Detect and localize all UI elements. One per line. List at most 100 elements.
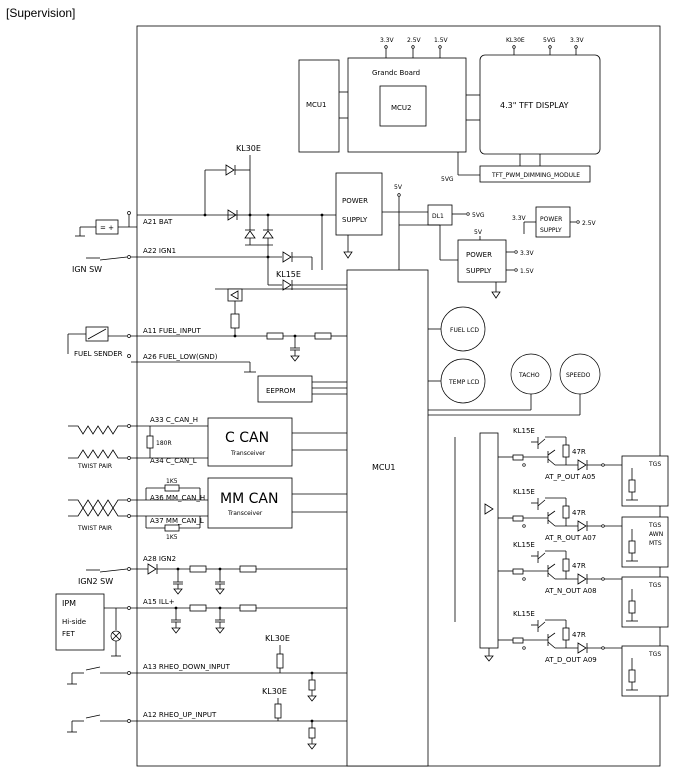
ps-main-l2: SUPPLY bbox=[342, 216, 368, 224]
tgs-resistor bbox=[628, 540, 636, 554]
ipm-label: IPM bbox=[62, 599, 76, 608]
tft-dimming-box bbox=[479, 165, 591, 183]
ps-main-l1: POWER bbox=[342, 197, 368, 205]
output-label-3: AT_N_OUT A08 bbox=[545, 587, 597, 595]
transistor-symbol bbox=[547, 510, 556, 517]
output-resistor bbox=[562, 558, 570, 572]
tgs-extra-awn: AWN bbox=[649, 531, 663, 538]
dimming-5vg-label: 5VG bbox=[441, 176, 454, 183]
output-resistor bbox=[562, 444, 570, 458]
tgs-label-1: TGS bbox=[648, 461, 661, 468]
fuel-lcd-label: FUEL LCD bbox=[450, 327, 479, 334]
output-node bbox=[601, 463, 605, 467]
c-can-label: C CAN bbox=[225, 430, 269, 446]
kl15e-output-label-2: KL15E bbox=[513, 488, 535, 496]
grandc-v1: 3.3V bbox=[380, 37, 395, 44]
driver-bus-box bbox=[479, 432, 499, 649]
ps2-in: 5V bbox=[474, 229, 483, 236]
output-node bbox=[601, 646, 605, 650]
ps-small-out: 2.5V bbox=[582, 220, 597, 227]
mcu1-top-box bbox=[298, 59, 340, 153]
transistor-symbol bbox=[537, 499, 546, 507]
output-node bbox=[522, 646, 526, 650]
resistor-47r-label-1: 47R bbox=[572, 448, 586, 456]
kl15e-output-label-3: KL15E bbox=[513, 541, 535, 549]
output-node bbox=[601, 524, 605, 528]
transistor-symbol bbox=[547, 458, 556, 466]
warning-lamp-symbol bbox=[227, 288, 243, 302]
vcc-5v-label: 5V bbox=[394, 184, 403, 191]
pin-a28: A28 IGN2 bbox=[143, 555, 176, 563]
svg-text:= +: = + bbox=[100, 224, 114, 232]
pin-a33: A33 C_CAN_H bbox=[150, 416, 198, 424]
grandc-v3: 1.5V bbox=[434, 37, 449, 44]
tgs-label-2: TGS bbox=[648, 522, 661, 529]
eeprom-box bbox=[257, 375, 313, 403]
ps-small-l2: SUPPLY bbox=[540, 227, 562, 234]
base-resistor bbox=[512, 454, 524, 461]
ign2-sw-label: IGN2 SW bbox=[78, 577, 113, 586]
ps-small-l1: POWER bbox=[540, 216, 562, 223]
output-diode bbox=[577, 459, 587, 471]
tgs-resistor bbox=[628, 669, 636, 683]
mm-can-label: MM CAN bbox=[220, 491, 278, 507]
pin-a22: A22 IGN1 bbox=[143, 247, 176, 255]
output-diode bbox=[577, 642, 587, 654]
twist-pair-1-label: TWIST PAIR bbox=[77, 463, 112, 470]
mcu1-main-box bbox=[346, 269, 429, 767]
output-node bbox=[522, 463, 526, 467]
ipm-box bbox=[55, 593, 105, 651]
ign-sw-label: IGN SW bbox=[72, 265, 102, 274]
output-diode bbox=[577, 573, 587, 585]
temp-lcd-label: TEMP LCD bbox=[448, 379, 480, 386]
base-resistor bbox=[512, 515, 524, 522]
tgs-resistor bbox=[628, 479, 636, 493]
tgs-extra-mts: MTS bbox=[649, 540, 662, 547]
kl30e-a12-label: KL30E bbox=[262, 687, 287, 696]
output-node bbox=[601, 577, 605, 581]
tft-v3: 3.3V bbox=[570, 37, 585, 44]
output-label-1: AT_P_OUT A05 bbox=[545, 473, 596, 481]
power-supply-2-box bbox=[457, 239, 507, 283]
resistor-47r-label-3: 47R bbox=[572, 562, 586, 570]
mcu2-box bbox=[379, 85, 427, 127]
base-resistor bbox=[512, 637, 524, 644]
pin-a34: A34 C_CAN_L bbox=[150, 457, 197, 465]
transistor-symbol bbox=[537, 438, 546, 446]
kl30e-a13-label: KL30E bbox=[265, 634, 290, 643]
tgs-resistor bbox=[628, 600, 636, 614]
transistor-symbol bbox=[537, 552, 546, 560]
transistor-symbol bbox=[547, 632, 556, 639]
c-can-sub: Transceiver bbox=[230, 450, 266, 457]
eeprom-label: EEPROM bbox=[266, 387, 295, 395]
kl30e-top-label: KL30E bbox=[236, 144, 261, 153]
grandc-v2: 2.5V bbox=[407, 37, 422, 44]
output-label-2: AT_R_OUT A07 bbox=[545, 534, 596, 542]
output-resistor bbox=[562, 505, 570, 519]
tft-v2: 5VG bbox=[543, 37, 556, 44]
pin-a26: A26 FUEL_LOW(GND) bbox=[143, 353, 218, 361]
resistor-47r-label-4: 47R bbox=[572, 631, 586, 639]
pin-a15: A15 ILL+ bbox=[143, 598, 175, 606]
pin-a11: A11 FUEL_INPUT bbox=[143, 327, 202, 335]
grandc-board-label: Grandc Board bbox=[372, 69, 420, 77]
pin-a13: A13 RHEO_DOWN_INPUT bbox=[143, 663, 231, 671]
tgs-label-4: TGS bbox=[648, 651, 661, 658]
tft-dimming-label: TFT_PWM_DIMMING_MODULE bbox=[491, 172, 580, 179]
output-resistor bbox=[562, 627, 570, 641]
vcc-5vg-label: 5VG bbox=[472, 212, 485, 219]
twist-pair-2-label: TWIST PAIR bbox=[77, 525, 112, 532]
transistor-symbol bbox=[547, 641, 556, 649]
r1k5-a-label: 1K5 bbox=[166, 478, 178, 485]
speedo-label: SPEEDO bbox=[566, 372, 591, 379]
kl15e-output-label-1: KL15E bbox=[513, 427, 535, 435]
transistor-symbol bbox=[547, 572, 556, 580]
ipm-sub-2: FET bbox=[62, 630, 75, 638]
ipm-sub-1: Hi-side bbox=[62, 618, 86, 626]
base-resistor bbox=[512, 568, 524, 575]
c-can-box bbox=[207, 417, 293, 467]
kl15e-output-label-4: KL15E bbox=[513, 610, 535, 618]
tft-v1: KL30E bbox=[506, 37, 525, 44]
kl15e-mid-label: KL15E bbox=[276, 270, 301, 279]
